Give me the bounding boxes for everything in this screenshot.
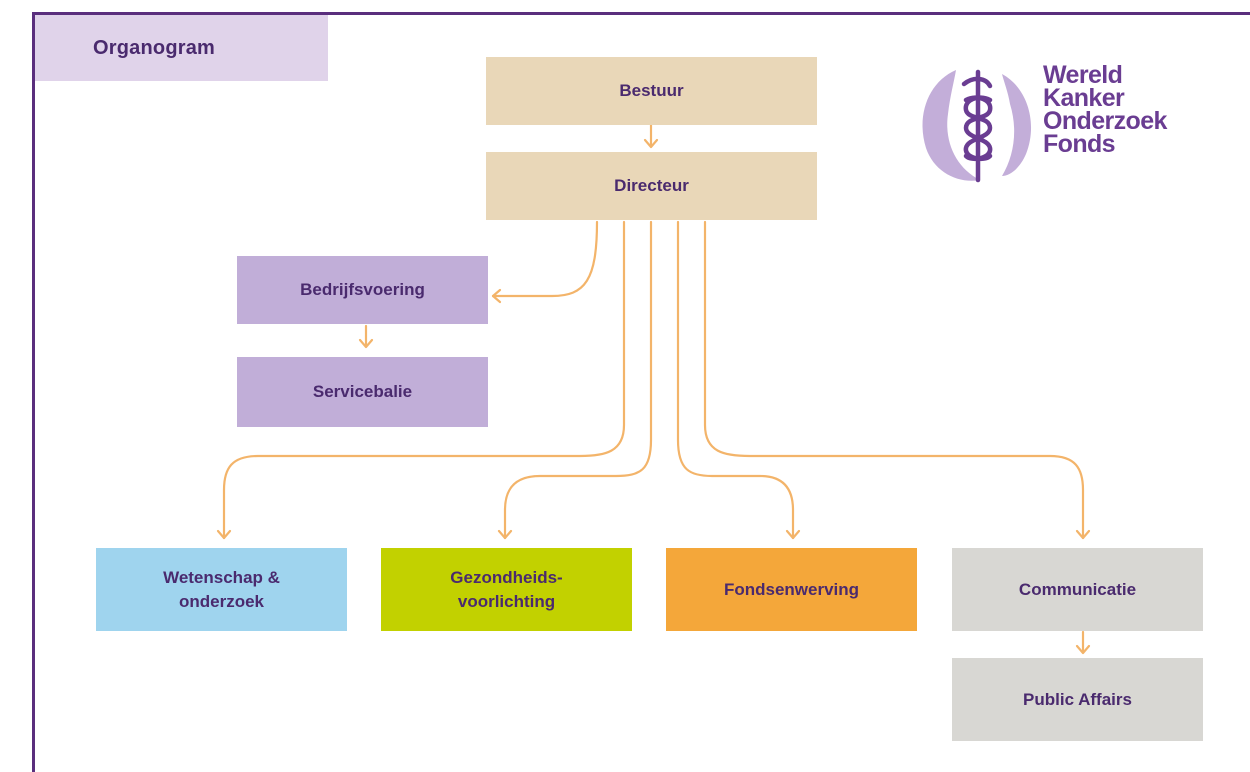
page-title: Organogram <box>35 15 328 81</box>
connector-directeur-fondsenwerving <box>676 220 795 540</box>
node-communicatie: Communicatie <box>952 548 1203 631</box>
logo-wordmark: Wereld Kanker Onderzoek Fonds <box>1043 61 1167 158</box>
node-gezondheidsvoorlichting: Gezondheids- voorlichting <box>381 548 632 631</box>
logo-line: Kanker <box>1043 84 1125 112</box>
node-bestuur: Bestuur <box>486 57 817 125</box>
node-fondsenwerving: Fondsenwerving <box>666 548 917 631</box>
caduceus-icon <box>922 69 1032 183</box>
node-bedrijfsvoering: Bedrijfsvoering <box>237 256 488 324</box>
connector-directeur-wetenschap <box>222 220 626 540</box>
diagram-frame <box>32 12 1250 772</box>
node-wetenschap: Wetenschap & onderzoek <box>96 548 347 631</box>
connector-directeur-gezondheid <box>503 220 653 540</box>
logo-line: Onderzoek <box>1043 107 1167 135</box>
node-servicebalie: Servicebalie <box>237 357 488 427</box>
logo-line: Wereld <box>1043 61 1123 89</box>
connector-directeur-bedrijfsvoering <box>491 220 599 298</box>
node-public-affairs: Public Affairs <box>952 658 1203 741</box>
node-directeur: Directeur <box>486 152 817 220</box>
logo-line: Fonds <box>1043 130 1116 158</box>
connector-directeur-communicatie <box>703 220 1085 540</box>
